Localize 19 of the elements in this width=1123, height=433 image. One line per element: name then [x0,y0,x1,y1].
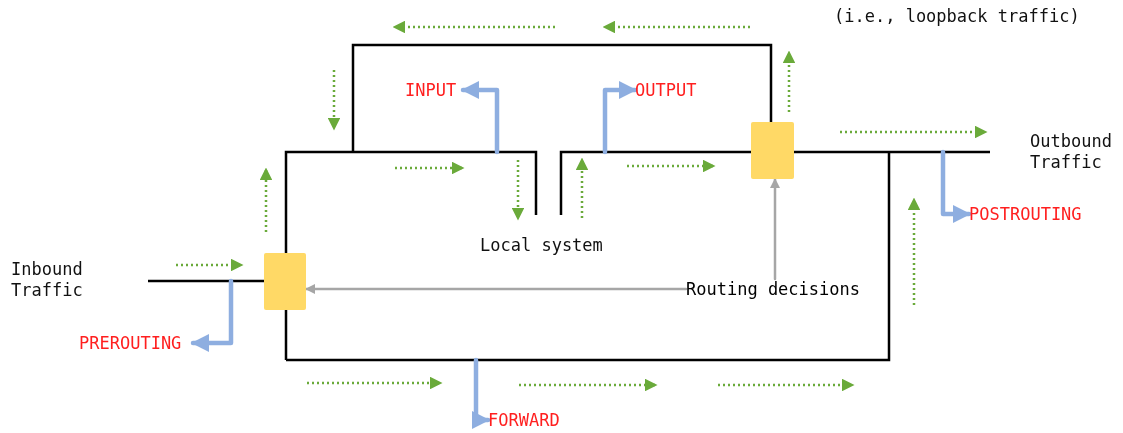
text-label: (i.e., loopback traffic) [834,6,1081,27]
routing-point-box [751,122,794,179]
arrow [940,149,972,223]
text-label: Inbound Traffic [11,259,84,301]
node-label: Routing decisions [686,279,880,299]
routing-point-box [264,253,306,310]
chain-label: INPUT [405,80,463,100]
arrow [602,81,638,155]
text-label: Local system [480,235,604,256]
arrow [190,278,234,352]
arrow [460,81,500,155]
chain-label: FORWARD [488,410,584,430]
text-label: Outbound Traffic [1030,131,1110,173]
arrow [471,357,491,429]
arrow [304,284,688,294]
chain-label: OUTPUT [635,80,703,100]
arrow [770,177,780,281]
chain-label: POSTROUTING [969,204,1093,224]
chain-label: PREROUTING [79,333,193,353]
